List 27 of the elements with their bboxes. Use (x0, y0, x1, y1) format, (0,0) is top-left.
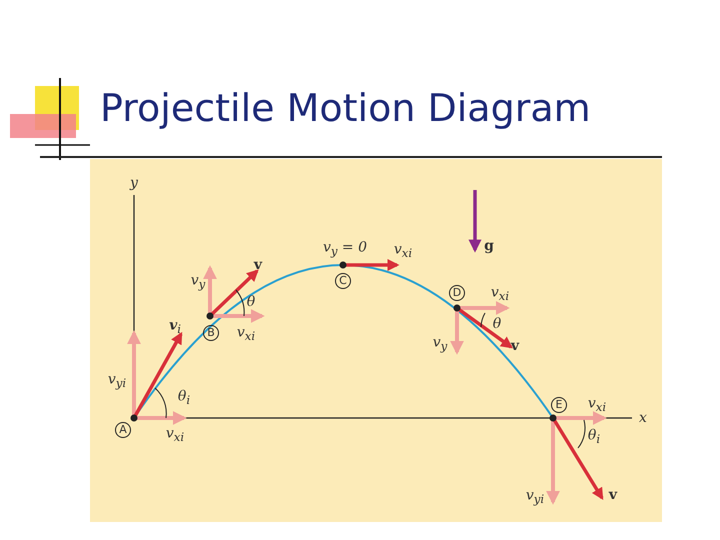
vector-label: v$_{y}$ (432, 335, 448, 353)
axis-label: y (130, 176, 138, 190)
vector-label: v (510, 339, 520, 353)
title: Projectile Motion Diagram (100, 88, 591, 130)
vector-label: v$_{yi}$ (526, 488, 544, 506)
vector-label: v$_{i}$ (169, 318, 181, 336)
vector-label: v$_{xi}$ (588, 396, 606, 414)
angle-label: θ$_{i}$ (178, 389, 190, 407)
vector-label: v$_{yi}$ (108, 372, 126, 390)
point-label: C (335, 273, 351, 289)
point-label: B (203, 325, 219, 341)
angle-label: θ (492, 317, 502, 331)
vector-label: g (484, 239, 494, 253)
point-label: A (115, 422, 131, 438)
vector-label: v (254, 258, 262, 272)
axis-label: x (639, 411, 647, 425)
vector-label: v$_{xi}$ (490, 285, 510, 303)
angle-label: θ$_{i}$ (588, 428, 600, 446)
vector-label: v$_{xi}$ (166, 426, 184, 444)
vector-label: v$_{xi}$ (394, 242, 412, 260)
vector-label: v$_{xi}$ (236, 325, 256, 343)
point-label: E (551, 397, 567, 413)
angle-label: θ (246, 295, 256, 309)
point-label: D (449, 285, 465, 301)
vector-label: v$_{y}$ = 0 (322, 240, 368, 258)
vector-label: v$_{y}$ (190, 273, 206, 291)
vector-label: v (608, 488, 618, 502)
